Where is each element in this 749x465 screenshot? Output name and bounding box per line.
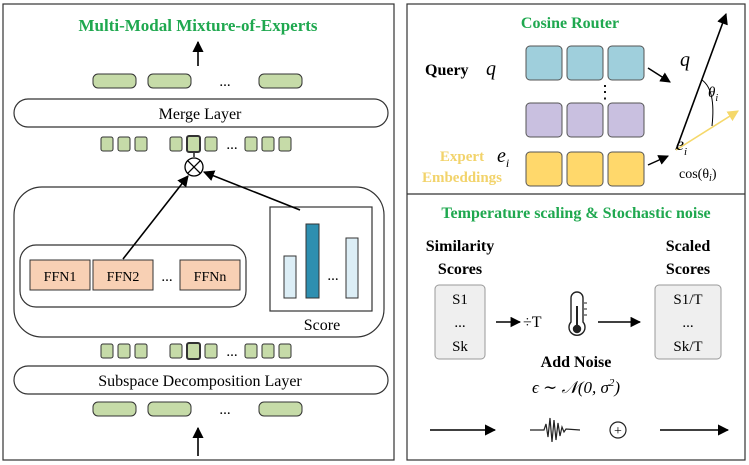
divide-by-temperature: ÷T (523, 314, 542, 331)
expert-boxes (29, 259, 241, 291)
router-vertical-ellipsis: ⋮ (596, 82, 614, 102)
scaled-scores-line1: Scaled (666, 238, 711, 255)
output-tokens (92, 73, 303, 89)
expert-ellipsis: ... (161, 269, 172, 285)
similarity-score-last: Sk (452, 339, 468, 355)
cos-label: cos(θi) (679, 167, 717, 184)
query-vector-label: q (680, 49, 690, 71)
query-row-arrow (647, 67, 671, 83)
middle-embedding-row (525, 102, 645, 138)
expert-vector-label: ei (676, 134, 687, 158)
expert-row-arrow (647, 155, 669, 166)
expert-ffnn: FFNn (194, 270, 227, 285)
scaled-score-ellipsis: ... (682, 315, 693, 331)
cosine-router-title: Cosine Router (521, 15, 619, 32)
left-panel-title: Multi-Modal Mixture-of-Experts (78, 16, 317, 35)
svg-text:+: + (614, 424, 622, 439)
thermometer-icon (568, 291, 587, 336)
query-symbol: q (486, 58, 496, 80)
add-noise-label: Add Noise (541, 354, 612, 371)
temperature-section-title: Temperature scaling & Stochastic noise (441, 205, 710, 222)
merge-layer-label: Merge Layer (159, 106, 242, 123)
score-label: Score (304, 317, 340, 334)
score-to-combine-arrow (202, 170, 301, 211)
similarity-scores-box (434, 284, 486, 360)
expert-embedding-row (525, 151, 645, 187)
query-embedding-row (525, 45, 645, 81)
subspace-token-ellipsis: ... (226, 344, 237, 360)
scaled-scores-line2: Scores (666, 261, 710, 278)
input-tokens-ellipsis: ... (219, 402, 230, 418)
query-label: Query (425, 62, 469, 79)
similarity-score-first: S1 (452, 292, 468, 308)
theta-label: θi (708, 85, 718, 104)
similarity-score-ellipsis: ... (454, 315, 465, 331)
query-vector (675, 12, 728, 151)
angle-arc (701, 79, 714, 127)
expert-ffn1: FFN1 (44, 270, 77, 285)
combine-operator (184, 157, 204, 177)
merged-token-row (100, 135, 292, 153)
merged-token-ellipsis: ... (226, 137, 237, 153)
left-panel-frame (2, 3, 395, 461)
scaled-scores-box (654, 284, 722, 360)
subspace-layer-label: Subspace Decomposition Layer (98, 373, 302, 390)
similarity-scores-line1: Similarity (426, 238, 494, 255)
merge-layer (13, 98, 389, 128)
expert-label-line2: Embeddings (422, 170, 502, 186)
right-panel-frame (406, 3, 746, 461)
score-bars (283, 223, 359, 299)
expert-label-line1: Expert (440, 149, 484, 165)
output-tokens-ellipsis: ... (219, 74, 230, 90)
input-tokens (92, 401, 303, 417)
add-noise-operator: + (609, 421, 627, 439)
scaled-score-first: S1/T (673, 292, 702, 308)
score-ellipsis: ... (327, 268, 338, 284)
similarity-scores-line2: Scores (438, 261, 482, 278)
expert-symbol: ei (497, 145, 509, 170)
expert-vector (675, 110, 739, 151)
noise-formula: ϵ ∼ 𝒩(0, σ2) (532, 377, 620, 397)
subspace-layer (13, 365, 389, 395)
expert-ffn2: FFN2 (107, 270, 140, 285)
ffn-to-combine-arrow (122, 175, 189, 260)
scaled-score-last: Sk/T (673, 339, 702, 355)
waveform-icon (530, 417, 581, 443)
subspace-token-row (100, 342, 292, 360)
